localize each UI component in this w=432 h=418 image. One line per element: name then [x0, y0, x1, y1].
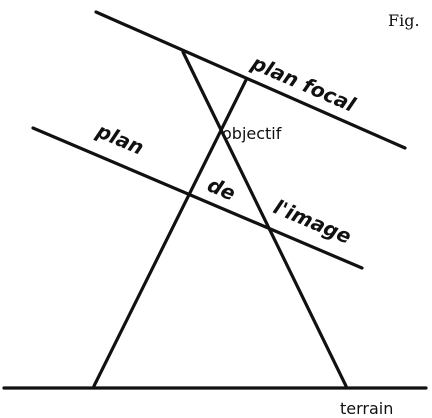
- image-label: l'image: [270, 195, 355, 249]
- image-plane-line: [31, 126, 364, 270]
- de-label: de: [204, 173, 239, 206]
- ray-left: [92, 78, 248, 388]
- plan-focal-label: plan focal: [247, 50, 360, 117]
- plan-label: plan: [92, 118, 147, 160]
- ray-right: [181, 50, 348, 388]
- focal-plane-line: [94, 10, 407, 150]
- objectif-label: objectif: [222, 124, 282, 143]
- terrain-label: terrain: [340, 399, 393, 418]
- figure-label: Fig.: [388, 11, 420, 30]
